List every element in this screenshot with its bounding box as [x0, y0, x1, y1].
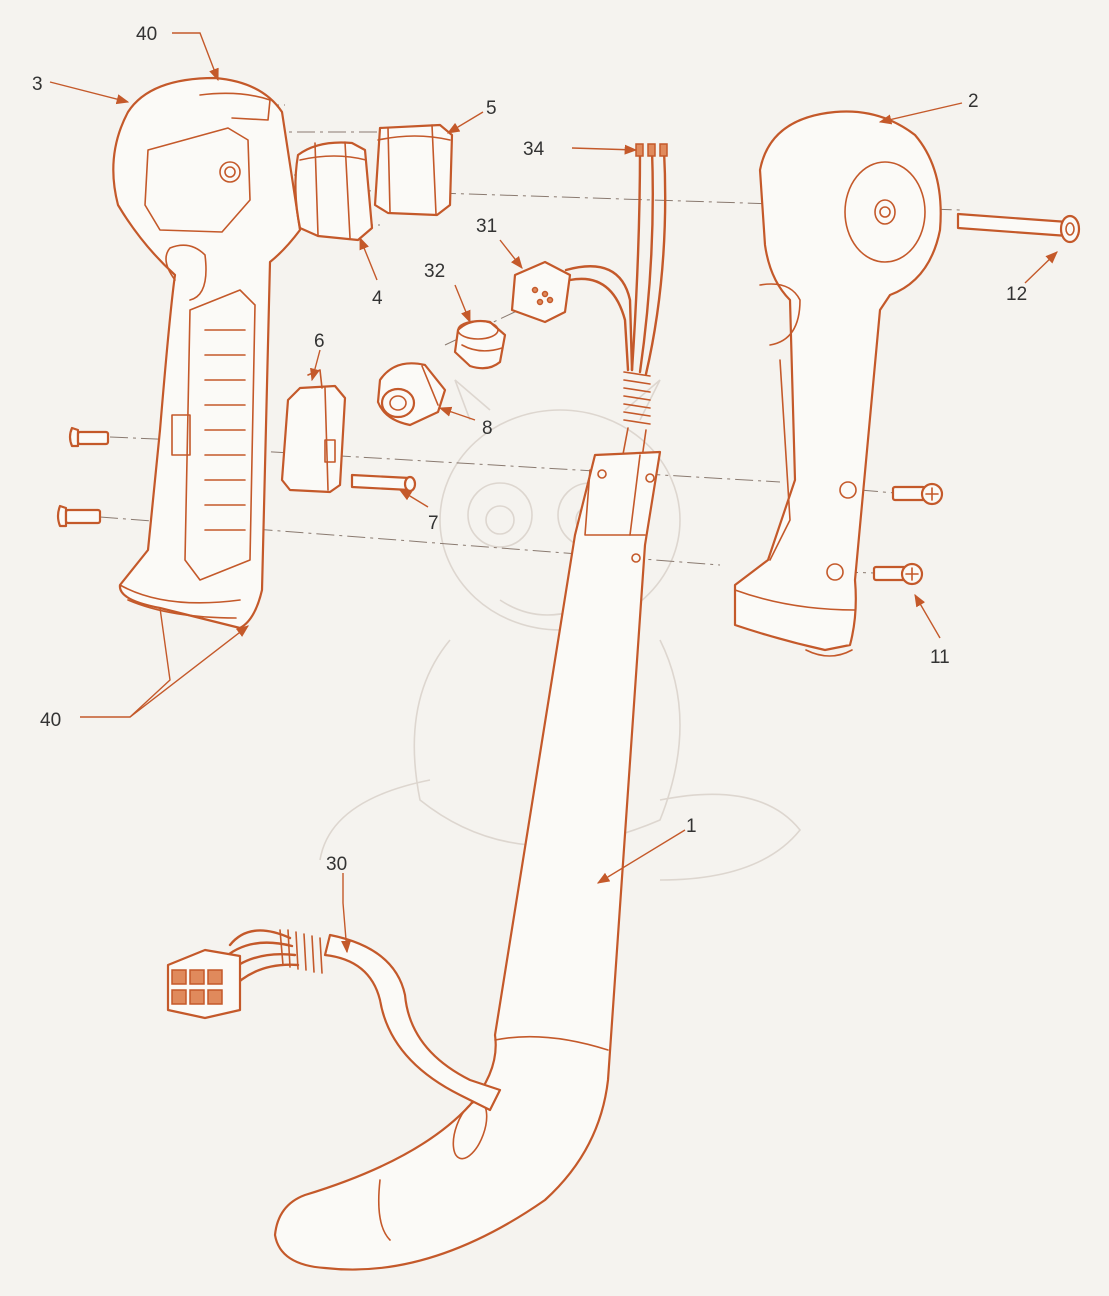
- left-screws: [56, 426, 110, 528]
- right-screws-part-11: [872, 482, 944, 586]
- callout-40-bottom: 40: [40, 710, 61, 731]
- dowel-pin-part-7: [350, 473, 417, 493]
- callout-5: 5: [486, 98, 497, 119]
- callout-31: 31: [476, 216, 497, 237]
- right-handle-housing: [733, 110, 942, 657]
- pin-part-12: [956, 212, 1081, 244]
- callout-2: 2: [968, 91, 979, 112]
- grommet-part-32: [453, 319, 507, 370]
- bushing-part-8: [376, 362, 447, 427]
- callout-7: 7: [428, 513, 439, 534]
- left-handle-housing: [112, 76, 302, 630]
- callout-3: 3: [32, 74, 43, 95]
- main-tube-part-1: [273, 450, 662, 1271]
- callout-34: 34: [523, 139, 545, 160]
- connector-cable-part-30: [166, 929, 502, 1112]
- wire-leads-part-34: [564, 143, 668, 473]
- sensor-plate-part-31: [510, 260, 572, 324]
- callout-11: 11: [930, 647, 950, 668]
- callout-1: 1: [686, 816, 697, 837]
- callout-8: 8: [482, 418, 493, 439]
- leader-lines: [49, 32, 1058, 954]
- callout-6: 6: [314, 331, 325, 352]
- trigger-switch-part-6: [280, 369, 347, 494]
- callout-40-top: 40: [136, 24, 157, 45]
- callout-30: 30: [326, 854, 347, 875]
- inner-clip-part-4: [294, 141, 374, 242]
- callout-32: 32: [424, 261, 445, 282]
- callout-12: 12: [1006, 284, 1027, 305]
- callout-4: 4: [372, 288, 383, 309]
- callout-labels: 40 3 5 34 2 31 32 4 12 6 8 7 11 40 1 30: [32, 24, 1027, 875]
- inner-clip-part-5: [373, 123, 454, 217]
